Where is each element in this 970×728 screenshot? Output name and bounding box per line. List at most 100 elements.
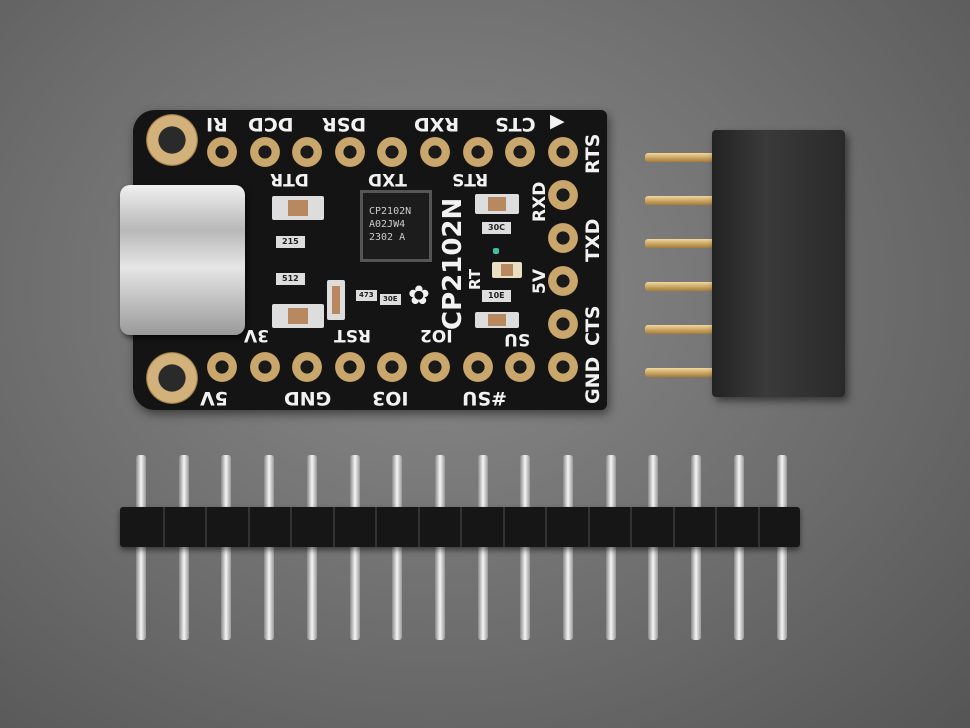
pin-label: RTS [452, 169, 489, 189]
mounting-hole [146, 114, 198, 166]
pin-label: 5V [530, 269, 550, 294]
pin-label: RI [206, 113, 228, 135]
capacitor [272, 304, 324, 328]
cp2102n-chip: CP2102N A02JW4 2302 A [360, 190, 432, 262]
resistor: 30C [482, 222, 512, 234]
divider [332, 507, 335, 547]
pin [264, 455, 275, 640]
divider [375, 507, 377, 547]
pad [548, 223, 578, 253]
pin-label: RST [334, 325, 371, 345]
pad [505, 137, 536, 167]
pin-label: IO3 [372, 387, 409, 409]
pad [548, 309, 578, 339]
pad [334, 137, 365, 167]
pin [392, 455, 403, 640]
pin [691, 455, 702, 640]
male-header-strip [120, 507, 800, 547]
pin-label: SU [504, 329, 531, 349]
pin [563, 455, 573, 640]
pin-label: RTS [582, 133, 604, 174]
pad [462, 137, 493, 167]
divider [162, 507, 165, 547]
usb-c-connector [120, 185, 245, 335]
pin [733, 455, 744, 640]
pin [178, 455, 189, 640]
pin-label: DSR [322, 113, 367, 135]
pin [520, 455, 531, 640]
divider [205, 507, 207, 547]
pin [645, 282, 717, 291]
pin-label: DCD [248, 113, 294, 135]
pin [221, 455, 232, 640]
divider [715, 507, 717, 547]
chip-marking: A02JW4 [369, 219, 406, 230]
pin [434, 455, 445, 640]
pin-label: RXD [414, 113, 460, 135]
board-name: CP2102N [438, 197, 468, 330]
pin-label: 5V [200, 387, 228, 409]
pin [645, 325, 717, 334]
divider [587, 507, 590, 547]
divider [545, 507, 547, 547]
pin-label: 3V [244, 325, 269, 345]
pin-label: GND [284, 387, 332, 409]
divider [672, 507, 675, 547]
pad [548, 266, 578, 296]
capacitor [475, 194, 519, 214]
resistor: 512 [276, 273, 305, 285]
resistor: 215 [276, 236, 305, 248]
divider [502, 507, 505, 547]
arrow-icon: ▶ [550, 110, 565, 132]
led [493, 248, 499, 254]
pad [249, 352, 280, 382]
pin-label: RXD [530, 181, 550, 222]
pin-label: IO2 [420, 325, 453, 345]
pin-label: CTS [582, 305, 604, 346]
resistor: 473 [356, 290, 377, 301]
pad [292, 137, 323, 167]
pin-label: TXD [368, 169, 407, 189]
pad [420, 137, 450, 167]
divider [630, 507, 632, 547]
pin-label: #SU [462, 387, 508, 409]
pad [207, 137, 237, 167]
pad [292, 352, 323, 382]
capacitor [475, 312, 519, 328]
divider [757, 507, 760, 547]
pin-label: TXD [582, 218, 604, 262]
pin-label: GND [582, 356, 604, 404]
pad [547, 137, 578, 167]
divider [460, 507, 462, 547]
pin [648, 455, 659, 640]
pad [207, 352, 237, 382]
divider [417, 507, 420, 547]
pad [249, 137, 280, 167]
mounting-hole [146, 352, 198, 404]
pin [645, 153, 717, 162]
led-label: RT [466, 268, 484, 290]
pad [505, 352, 536, 382]
pin [645, 368, 717, 377]
pin [349, 455, 360, 640]
led [492, 262, 522, 278]
pad [462, 352, 493, 382]
pad [548, 180, 578, 210]
pin [136, 455, 146, 640]
divider [247, 507, 250, 547]
pin [776, 455, 787, 640]
chip-marking: CP2102N [369, 206, 412, 217]
adafruit-flower-logo: ✿ [408, 281, 430, 311]
pad [377, 137, 408, 167]
pad [547, 352, 578, 382]
pin [477, 455, 488, 640]
capacitor [327, 280, 345, 320]
resistor: 30E [380, 294, 401, 305]
chip-marking: 2302 A [369, 232, 406, 243]
pad [377, 352, 408, 382]
capacitor [272, 196, 324, 220]
pad [420, 352, 450, 382]
pin [645, 239, 717, 248]
divider [290, 507, 292, 547]
female-socket-header [712, 130, 845, 397]
